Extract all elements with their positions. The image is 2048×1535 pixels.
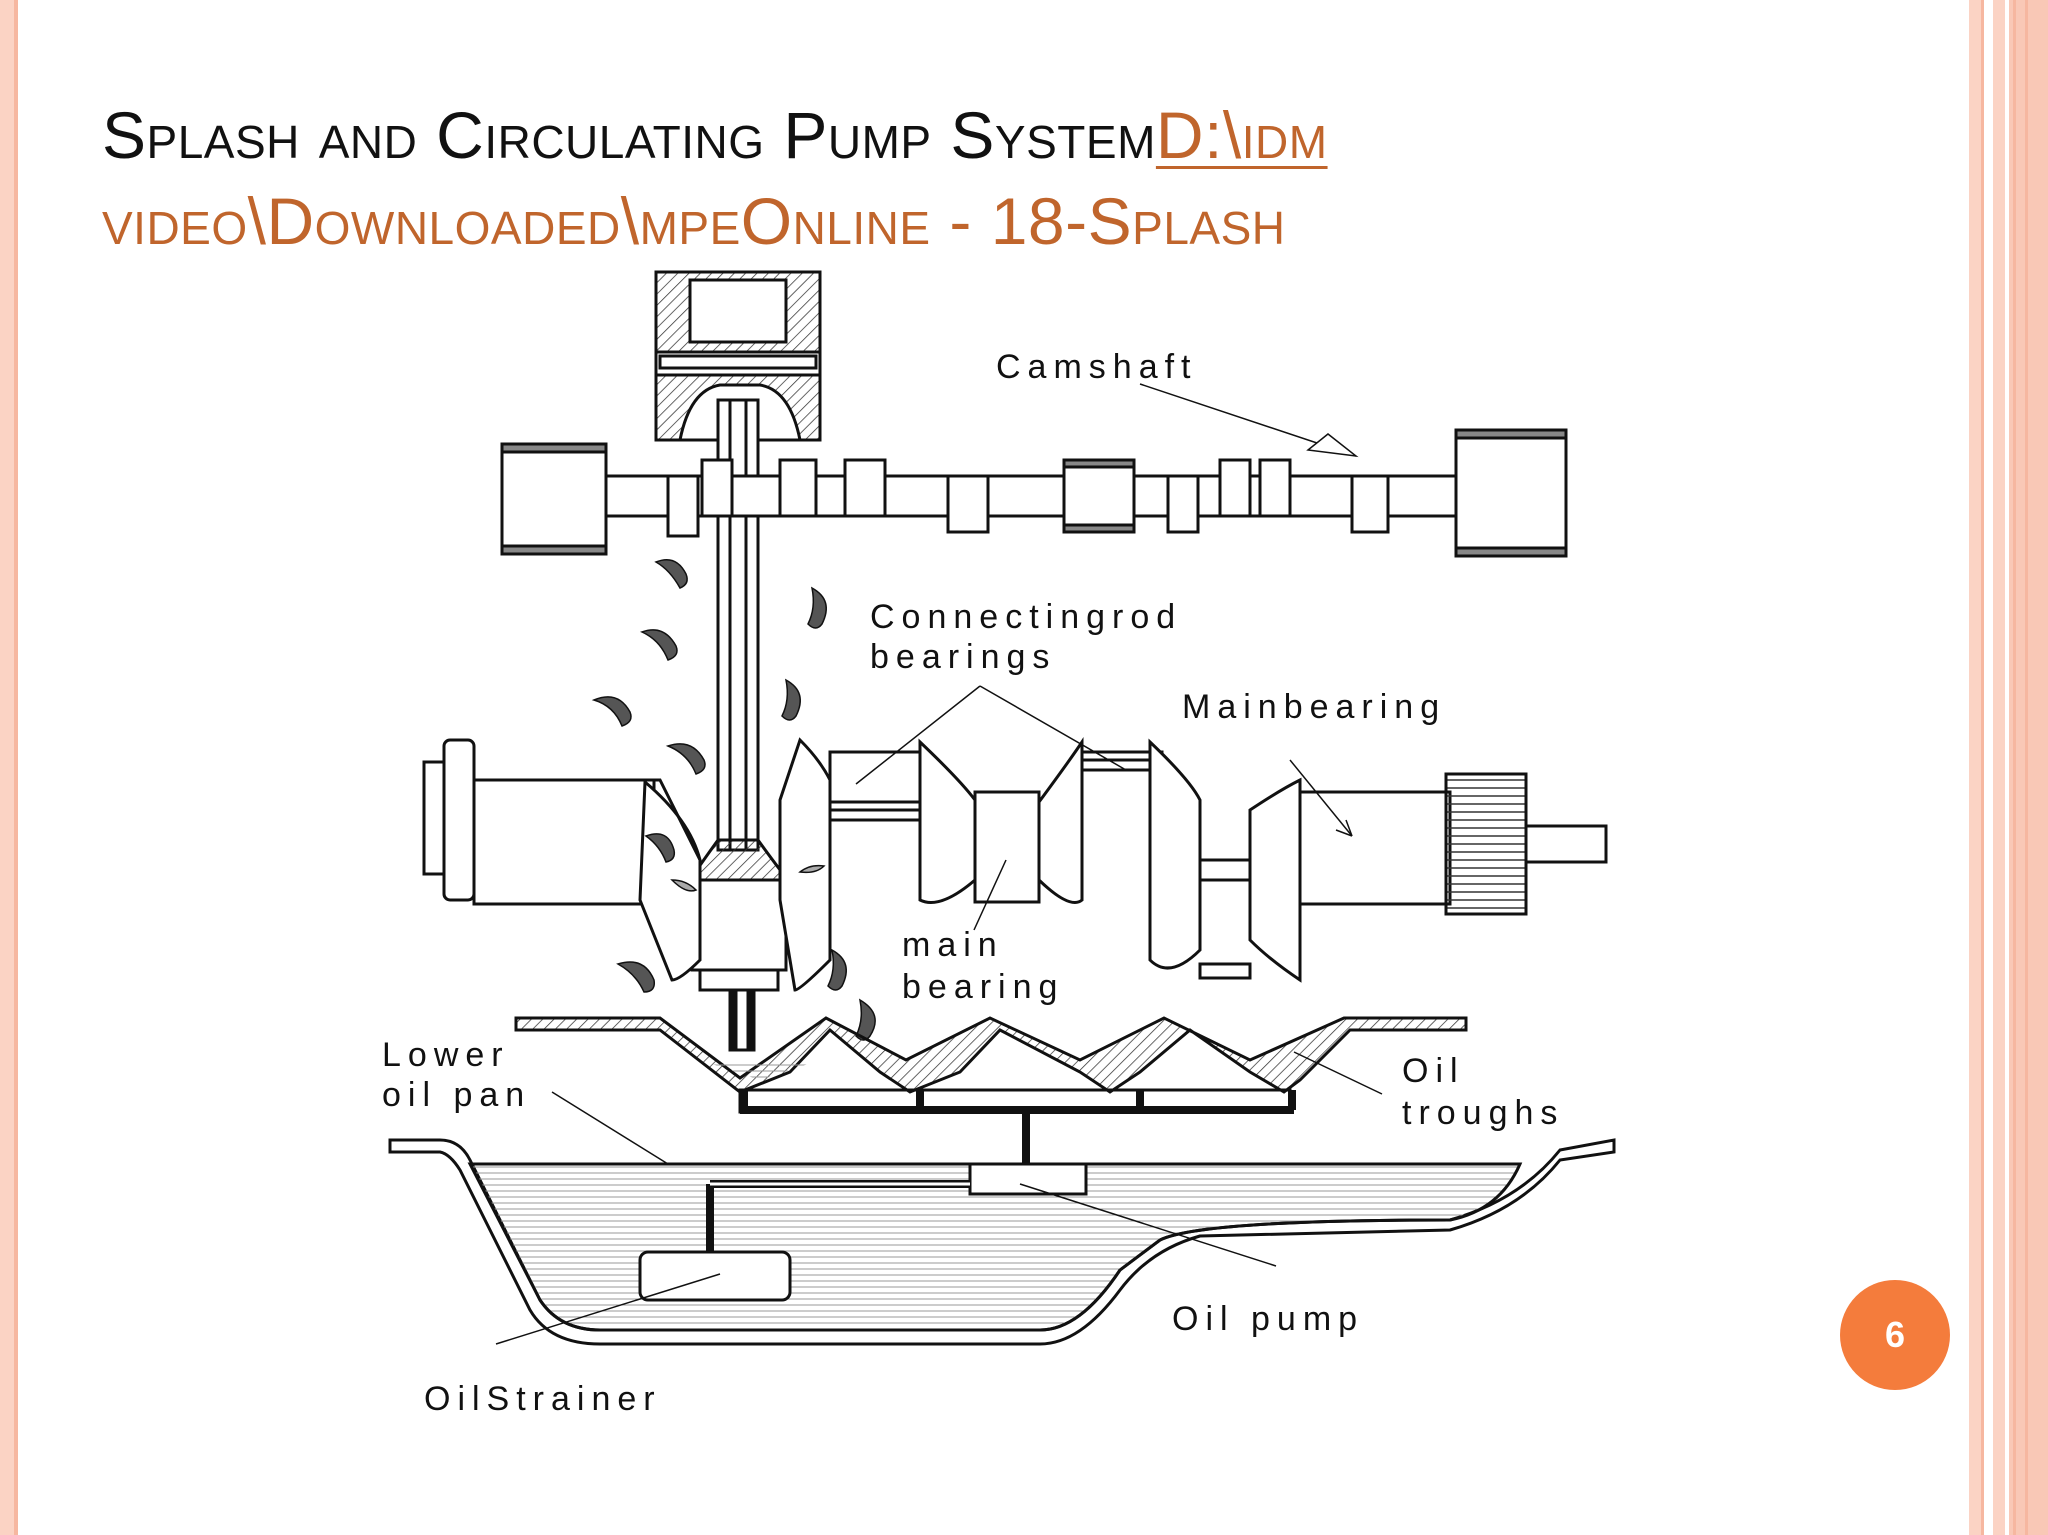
label-camshaft: Camshaft xyxy=(996,348,1198,386)
piston xyxy=(654,270,822,442)
label-oil-troughs-line2: troughs xyxy=(1402,1094,1564,1132)
lower-oil-pan xyxy=(388,1138,1616,1346)
label-oil-strainer: OilStrainer xyxy=(424,1380,662,1418)
label-oil-troughs-line1: Oil xyxy=(1402,1052,1465,1090)
oil-trough-pan xyxy=(514,1016,1468,1164)
right-decorative-stripes xyxy=(1963,0,2048,1535)
page-number-badge: 6 xyxy=(1840,1280,1950,1390)
label-connecting-rod-line2: bearings xyxy=(870,638,1056,676)
label-main-bearing-right: Mainbearing xyxy=(1182,688,1446,726)
title-link-part2[interactable]: video\Downloaded\mpeOnline - 18-Splash xyxy=(102,184,1286,258)
leader-lines xyxy=(495,383,1383,1345)
oil-droplets xyxy=(591,559,876,1041)
label-connecting-rod-line1: Connectingrod xyxy=(870,598,1182,636)
slide-title: Splash and Circulating Pump SystemD:\idm… xyxy=(102,92,1702,264)
label-oil-pump: Oil pump xyxy=(1172,1300,1364,1338)
title-link-part1[interactable]: D:\idm xyxy=(1155,98,1328,172)
label-lower-oil-pan-line2: oil pan xyxy=(382,1076,531,1114)
left-decorative-stripe xyxy=(0,0,18,1535)
title-plain-text: Splash and Circulating Pump System xyxy=(102,98,1156,172)
label-main-bearing-line2: bearing xyxy=(902,968,1064,1006)
label-main-bearing-line1: main xyxy=(902,926,1004,964)
crankshaft xyxy=(422,737,1608,992)
label-lower-oil-pan-line1: Lower xyxy=(382,1036,510,1074)
camshaft xyxy=(500,428,1568,558)
